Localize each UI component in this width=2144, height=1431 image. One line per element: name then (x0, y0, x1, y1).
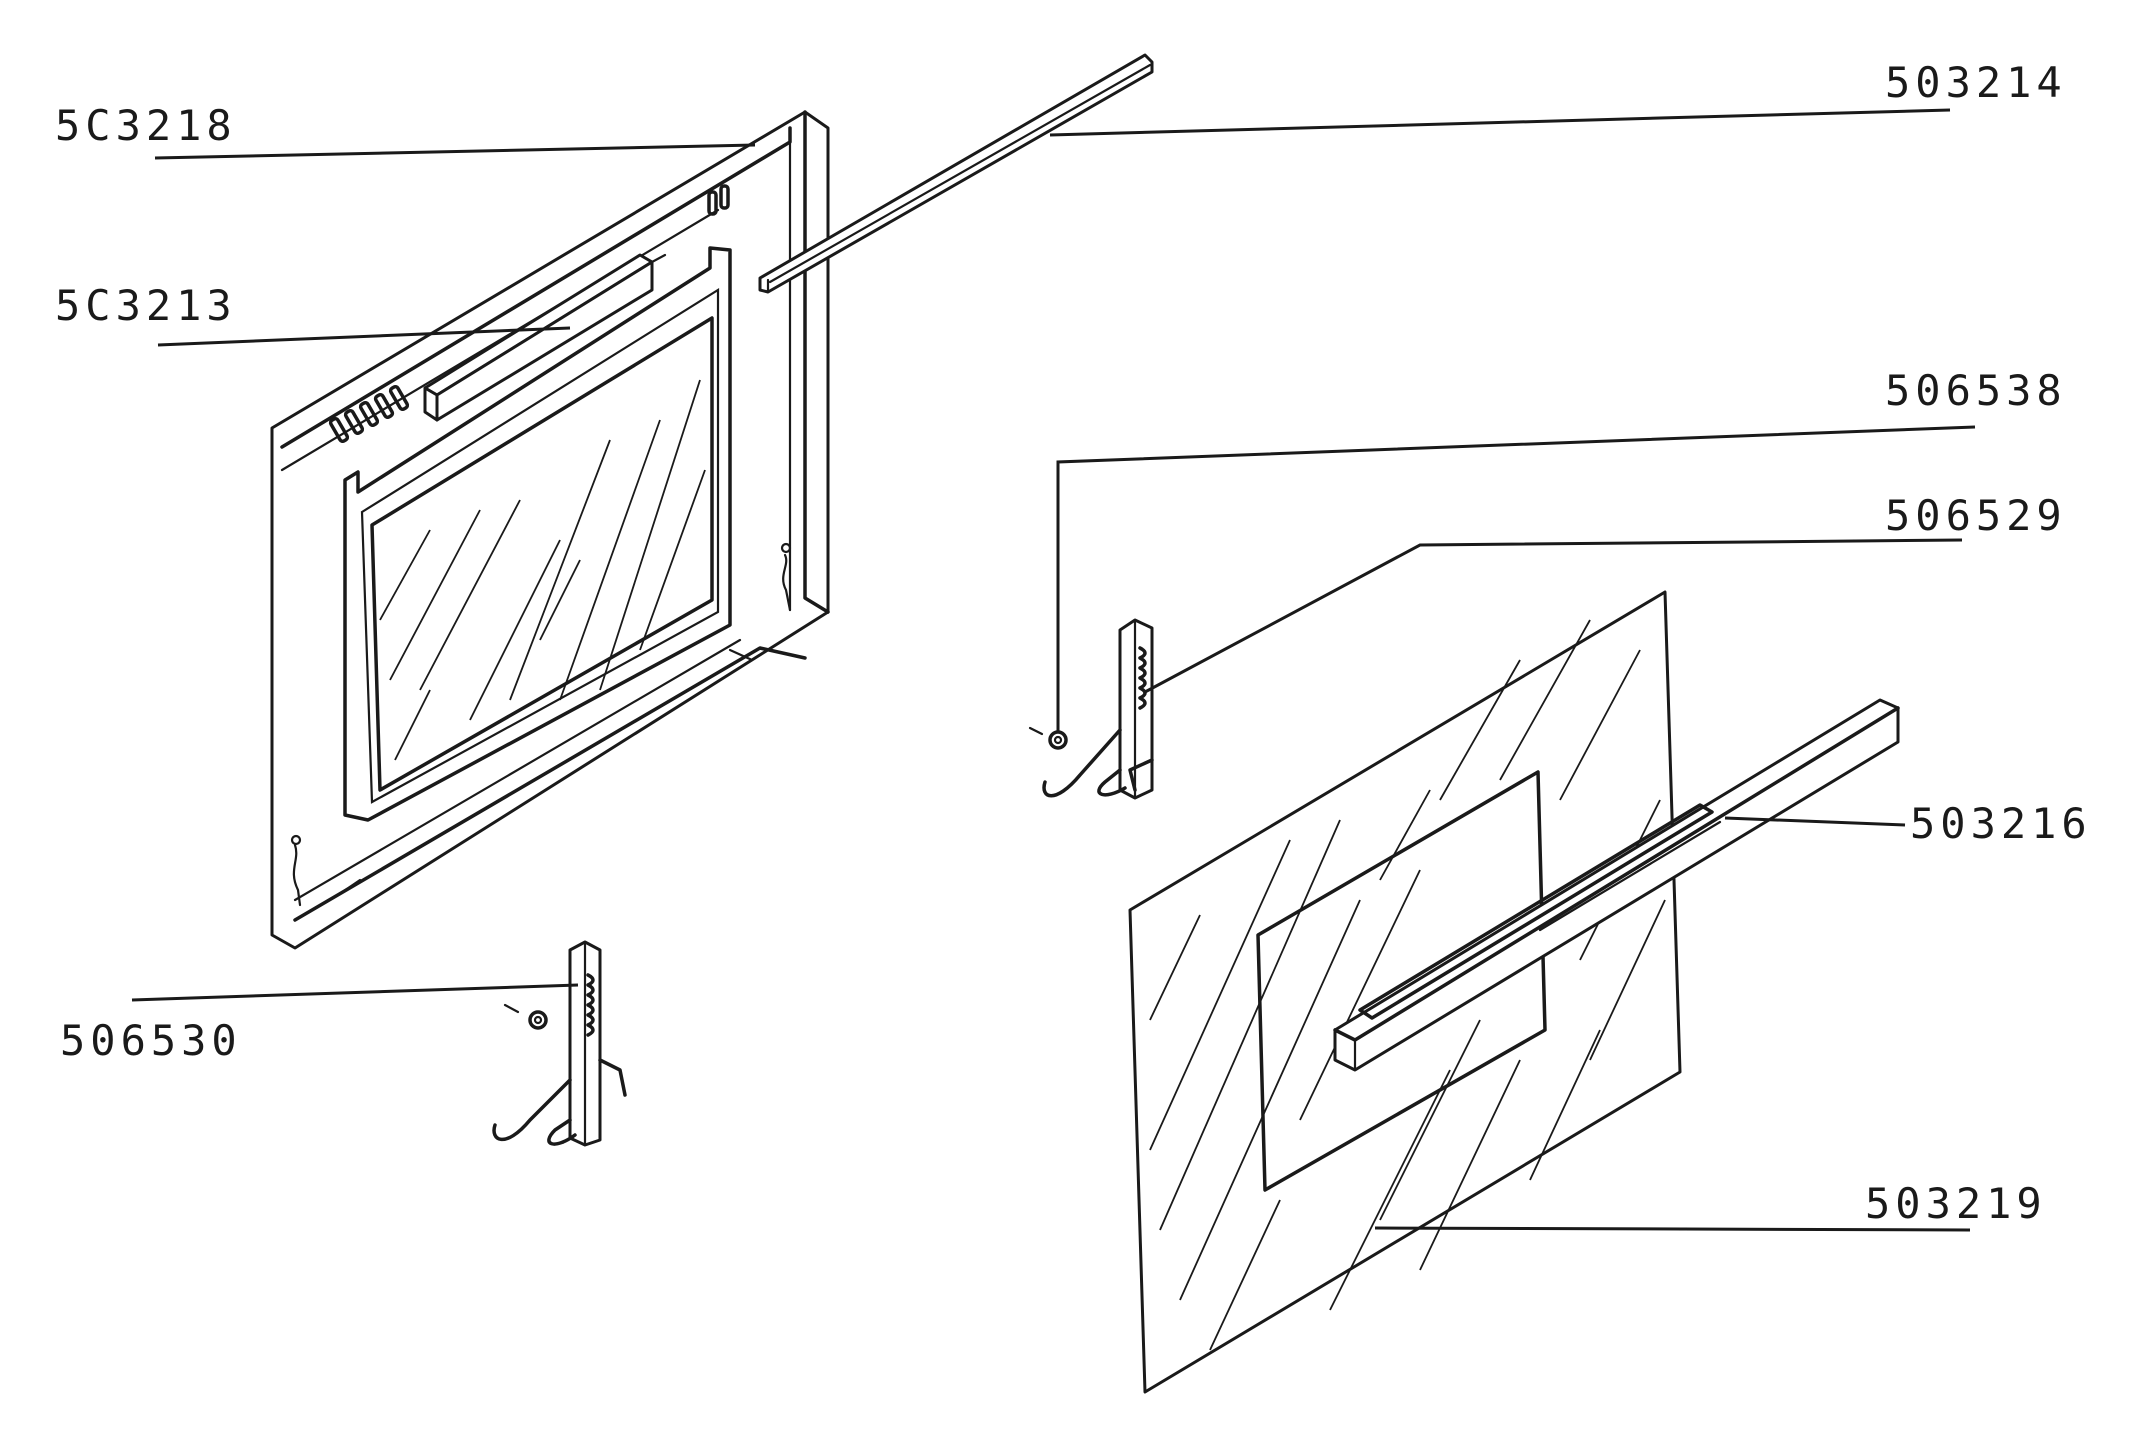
hinge-right (1028, 618, 1154, 800)
label-506530: 506530 (60, 1016, 242, 1065)
label-503213: 5C3213 (55, 281, 237, 330)
leader-503219 (1374, 1226, 1971, 1232)
leader-lines (131, 108, 1976, 1232)
leader-506530 (131, 983, 579, 1002)
outer-glass-hatching (1149, 619, 1666, 1351)
vent-slots (328, 184, 730, 444)
label-503216: 503216 (1910, 799, 2092, 848)
leader-506538 (1056, 425, 1976, 732)
label-506538: 506538 (1885, 366, 2067, 415)
leader-503218 (154, 143, 756, 160)
inner-door-panel (270, 110, 830, 950)
hinge-left (492, 940, 627, 1147)
label-503219: 503219 (1865, 1179, 2047, 1228)
label-503214: 503214 (1885, 58, 2067, 107)
leader-503216 (1724, 816, 1906, 827)
part-labels: 5C3218 5C3213 503214 506538 506529 50321… (55, 58, 2092, 1228)
leader-506529 (1144, 538, 1963, 694)
leader-503213 (157, 326, 571, 347)
inner-glass-hatching (379, 379, 706, 761)
label-506529: 506529 (1885, 491, 2067, 540)
baffle-block (423, 253, 667, 422)
leader-503214 (1049, 108, 1951, 137)
label-503218: 5C3218 (55, 101, 237, 150)
door-handle (1333, 698, 1900, 1072)
top-trim-strip (758, 53, 1154, 294)
